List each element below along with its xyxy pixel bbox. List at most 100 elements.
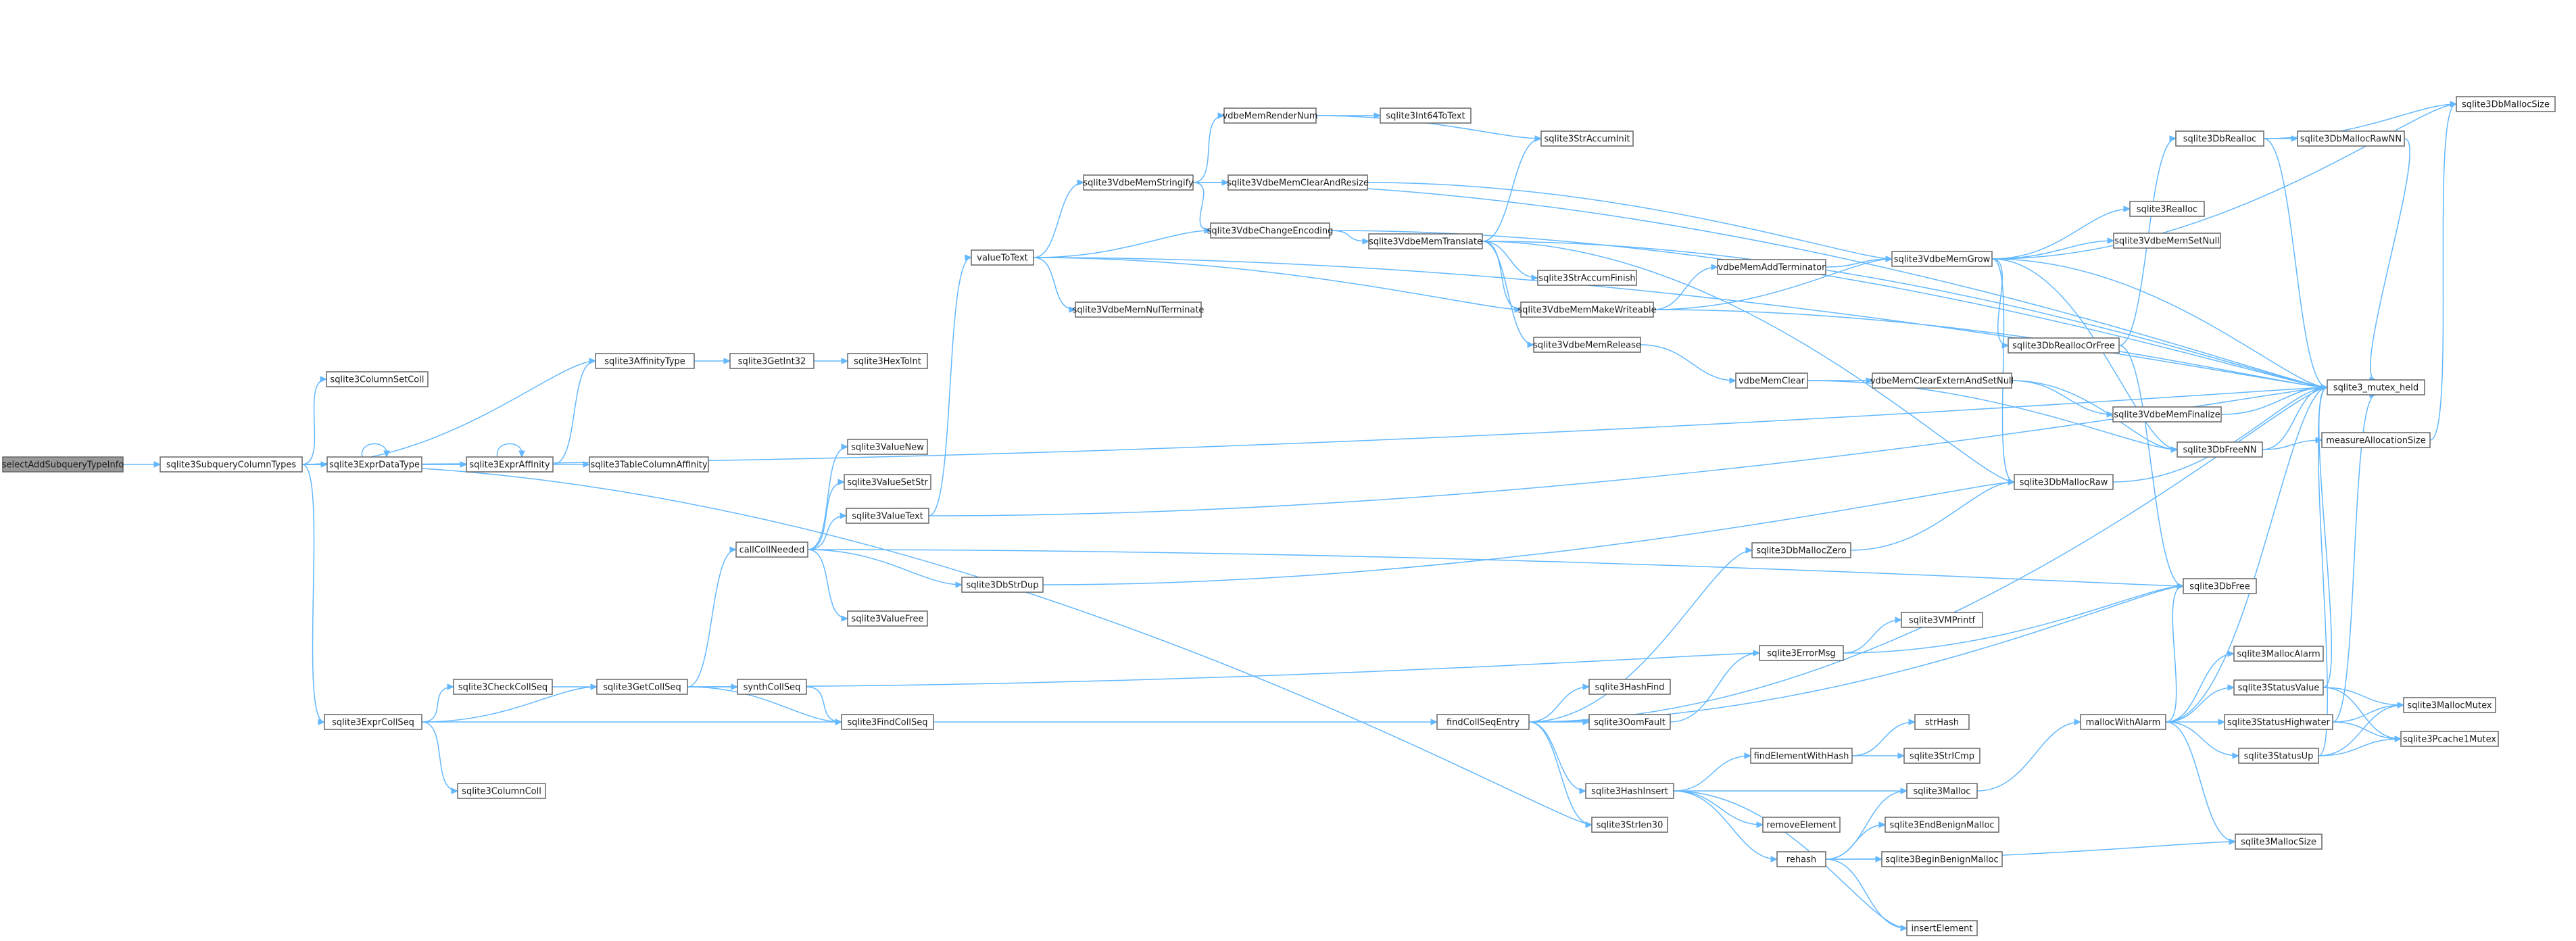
node-find-element-with-hash[interactable]: findElementWithHash xyxy=(1750,748,1853,764)
node-sqlite3-db-realloc-or-free[interactable]: sqlite3DbReallocOrFree xyxy=(2008,337,2120,354)
node-sqlite3-str-accum-finish[interactable]: sqlite3StrAccumFinish xyxy=(1537,270,1637,286)
node-sqlite3-vdbe-mem-grow[interactable]: sqlite3VdbeMemGrow xyxy=(1891,251,1993,267)
node-sqlite3-oom-fault[interactable]: sqlite3OomFault xyxy=(1588,714,1671,730)
node-sqlite3-malloc-mutex[interactable]: sqlite3MallocMutex xyxy=(2403,697,2496,713)
arrowhead xyxy=(1756,821,1764,828)
node-sqlite3-affinity-type[interactable]: sqlite3AffinityType xyxy=(595,353,695,369)
node-box xyxy=(589,456,709,473)
node-sqlite3-db-malloc-raw-nn[interactable]: sqlite3DbMallocRawNN xyxy=(2297,130,2405,147)
node-box xyxy=(2456,96,2556,112)
node-vdbe-mem-clear[interactable]: vdbeMemClear xyxy=(1735,372,1808,389)
node-sqlite3-str-accum-init[interactable]: sqlite3StrAccumInit xyxy=(1540,130,1634,147)
node-sqlite3-error-msg[interactable]: sqlite3ErrorMsg xyxy=(1759,645,1844,661)
node-sqlite3-value-text[interactable]: sqlite3ValueText xyxy=(846,508,929,524)
node-box xyxy=(2400,731,2499,747)
node-malloc-with-alarm[interactable]: mallocWithAlarm xyxy=(2080,714,2166,730)
node-sqlite3-vdbe-mem-make-writeable[interactable]: sqlite3VdbeMemMakeWriteable xyxy=(1517,301,1657,318)
node-insert-element[interactable]: insertElement xyxy=(1906,920,1978,936)
node-sqlite3-subquery-column-types[interactable]: sqlite3SubqueryColumnTypes xyxy=(160,456,303,473)
node-vdbe-mem-render-num[interactable]: vdbeMemRenderNum xyxy=(1223,107,1318,124)
node-sqlite3-malloc[interactable]: sqlite3Malloc xyxy=(1906,783,1978,799)
node-sqlite3-column-coll[interactable]: sqlite3ColumnColl xyxy=(457,783,546,799)
node-sqlite3-realloc[interactable]: sqlite3Realloc xyxy=(2129,201,2205,217)
node-sqlite3-int64-to-text[interactable]: sqlite3Int64ToText xyxy=(1380,107,1472,124)
node-synth-coll-seq[interactable]: synthCollSeq xyxy=(737,679,807,695)
node-sqlite3-status-value[interactable]: sqlite3StatusValue xyxy=(2233,679,2324,696)
arrowhead xyxy=(1534,135,1542,142)
node-label: sqlite3ExprCollSeq xyxy=(332,718,414,728)
node-sqlite3-vdbe-mem-finalize[interactable]: sqlite3VdbeMemFinalize xyxy=(2112,406,2222,423)
node-sqlite3-expr-data-type[interactable]: sqlite3ExprDataType xyxy=(326,456,422,473)
arrowhead xyxy=(2291,135,2299,142)
node-sqlite3-table-column-affinity[interactable]: sqlite3TableColumnAffinity xyxy=(589,456,709,473)
node-sqlite3-db-free-nn[interactable]: sqlite3DbFreeNN xyxy=(2177,441,2263,458)
arrowhead xyxy=(2001,342,2010,349)
node-sqlite3-status-up[interactable]: sqlite3StatusUp xyxy=(2238,748,2319,764)
node-sqlite3-begin-benign-malloc[interactable]: sqlite3BeginBenignMalloc xyxy=(1881,851,2003,867)
arrowhead xyxy=(2227,650,2235,657)
node-sqlite3-db-free[interactable]: sqlite3DbFree xyxy=(2183,578,2257,594)
edge-sqlite3-expr-affinity-to-sqlite3-expr-affinity xyxy=(496,443,523,458)
node-sqlite3-value-new[interactable]: sqlite3ValueNew xyxy=(847,439,928,455)
node-sqlite3-find-coll-seq[interactable]: sqlite3FindCollSeq xyxy=(841,714,934,730)
edge-value-to-text-to-sqlite3-vdbe-mem-make-writeable xyxy=(1033,257,1522,310)
node-sqlite3-strlen30[interactable]: sqlite3Strlen30 xyxy=(1591,817,1668,833)
node-sqlite3-get-int32[interactable]: sqlite3GetInt32 xyxy=(729,353,815,369)
node-sqlite3-check-coll-seq[interactable]: sqlite3CheckCollSeq xyxy=(453,679,553,695)
node-sqlite3-vdbe-change-encoding[interactable]: sqlite3VdbeChangeEncoding xyxy=(1207,222,1334,239)
node-sqlite3-db-malloc-size[interactable]: sqlite3DbMallocSize xyxy=(2456,96,2556,112)
edge-sqlite3-vdbe-mem-translate-to-sqlite3-vdbe-mem-make-writeable xyxy=(1482,241,1522,310)
node-measure-allocation-size[interactable]: measureAllocationSize xyxy=(2321,432,2431,448)
node-str-hash[interactable]: strHash xyxy=(1914,714,1970,730)
node-rehash[interactable]: rehash xyxy=(1776,851,1826,867)
edge-sqlite3-hash-insert-to-remove-element xyxy=(1673,790,1764,825)
node-sqlite3-vdbe-mem-translate[interactable]: sqlite3VdbeMemTranslate xyxy=(1368,233,1483,249)
node-sqlite3-get-coll-seq[interactable]: sqlite3GetCollSeq xyxy=(596,679,688,695)
node-value-to-text[interactable]: valueToText xyxy=(971,249,1034,266)
arrowhead xyxy=(841,358,849,364)
node-sqlite3-hash-find[interactable]: sqlite3HashFind xyxy=(1588,679,1671,695)
node-sqlite3-column-set-coll[interactable]: sqlite3ColumnSetColl xyxy=(326,371,429,387)
node-remove-element[interactable]: removeElement xyxy=(1762,817,1841,833)
node-vdbe-mem-clear-extern-and-set-null[interactable]: vdbeMemClearExternAndSetNull xyxy=(1870,372,2014,389)
node-sqlite3-db-malloc-raw[interactable]: sqlite3DbMallocRaw xyxy=(2014,474,2114,490)
edge-sqlite3-vdbe-mem-translate-to-sqlite3-db-malloc-raw xyxy=(1482,241,2015,483)
arrowhead xyxy=(2123,206,2131,212)
node-sqlite3-vmprintf[interactable]: sqlite3VMPrintf xyxy=(1901,612,1983,628)
node-sqlite3-status-highwater[interactable]: sqlite3StatusHighwater xyxy=(2224,714,2333,730)
node-sqlite3-hash-insert[interactable]: sqlite3HashInsert xyxy=(1585,783,1674,799)
node-find-coll-seq-entry[interactable]: findCollSeqEntry xyxy=(1436,714,1530,730)
node-sqlite3-vdbe-mem-clear-and-resize[interactable]: sqlite3VdbeMemClearAndResize xyxy=(1227,174,1369,191)
edge-sqlite3-subquery-column-types-to-sqlite3-column-set-coll xyxy=(301,379,327,465)
edge-malloc-with-alarm-to-sqlite3-status-up xyxy=(2165,721,2239,756)
node-sqlite3-malloc-alarm[interactable]: sqlite3MallocAlarm xyxy=(2233,646,2324,662)
node-sqlite3-db-realloc[interactable]: sqlite3DbRealloc xyxy=(2175,130,2264,147)
node-sqlite3-malloc-size[interactable]: sqlite3MallocSize xyxy=(2235,834,2323,850)
node-select-add-subquery-type-info[interactable]: selectAddSubqueryTypeInfo xyxy=(2,456,124,473)
node-sqlite3-value-set-str[interactable]: sqlite3ValueSetStr xyxy=(844,474,931,490)
node-vdbe-mem-add-terminator[interactable]: vdbeMemAddTerminator xyxy=(1717,259,1826,275)
arrowhead xyxy=(1908,719,1916,725)
node-call-coll-needed[interactable]: callCollNeeded xyxy=(735,541,808,558)
node-sqlite3-value-free[interactable]: sqlite3ValueFree xyxy=(847,610,928,627)
node-sqlite3-hex-to-int[interactable]: sqlite3HexToInt xyxy=(847,353,928,369)
edge-sqlite3-vdbe-mem-grow-to-sqlite3-mutex-held xyxy=(1991,258,2328,388)
node-box xyxy=(1368,233,1483,249)
arrowhead xyxy=(841,615,849,622)
node-sqlite3-expr-coll-seq[interactable]: sqlite3ExprCollSeq xyxy=(324,714,422,730)
node-sqlite3-vdbe-mem-set-null[interactable]: sqlite3VdbeMemSetNull xyxy=(2113,233,2221,249)
node-label: sqlite3HashFind xyxy=(1595,683,1664,693)
node-sqlite3-pcache1-mutex[interactable]: sqlite3Pcache1Mutex xyxy=(2400,731,2499,747)
node-sqlite3-db-malloc-zero[interactable]: sqlite3DbMallocZero xyxy=(1751,542,1851,558)
node-sqlite3-vdbe-mem-stringify[interactable]: sqlite3VdbeMemStringify xyxy=(1083,174,1194,191)
node-label: callCollNeeded xyxy=(739,546,805,556)
edge-find-coll-seq-entry-to-sqlite3-db-malloc-zero xyxy=(1528,550,1753,723)
node-sqlite3-vdbe-mem-release[interactable]: sqlite3VdbeMemRelease xyxy=(1533,337,1641,353)
node-sqlite3-db-str-dup[interactable]: sqlite3DbStrDup xyxy=(961,577,1044,593)
node-sqlite3-end-benign-malloc[interactable]: sqlite3EndBenignMalloc xyxy=(1885,817,1999,833)
node-sqlite3-expr-affinity[interactable]: sqlite3ExprAffinity xyxy=(466,456,554,473)
node-sqlite3-vdbe-mem-nul-terminate[interactable]: sqlite3VdbeMemNulTerminate xyxy=(1073,301,1205,318)
node-sqlite3-mutex-held[interactable]: sqlite3_mutex_held xyxy=(2327,379,2425,395)
edge-sqlite3-vdbe-mem-release-to-vdbe-mem-clear xyxy=(1640,344,1736,381)
node-sqlite3-str-icmp[interactable]: sqlite3StrICmp xyxy=(1903,748,1980,764)
